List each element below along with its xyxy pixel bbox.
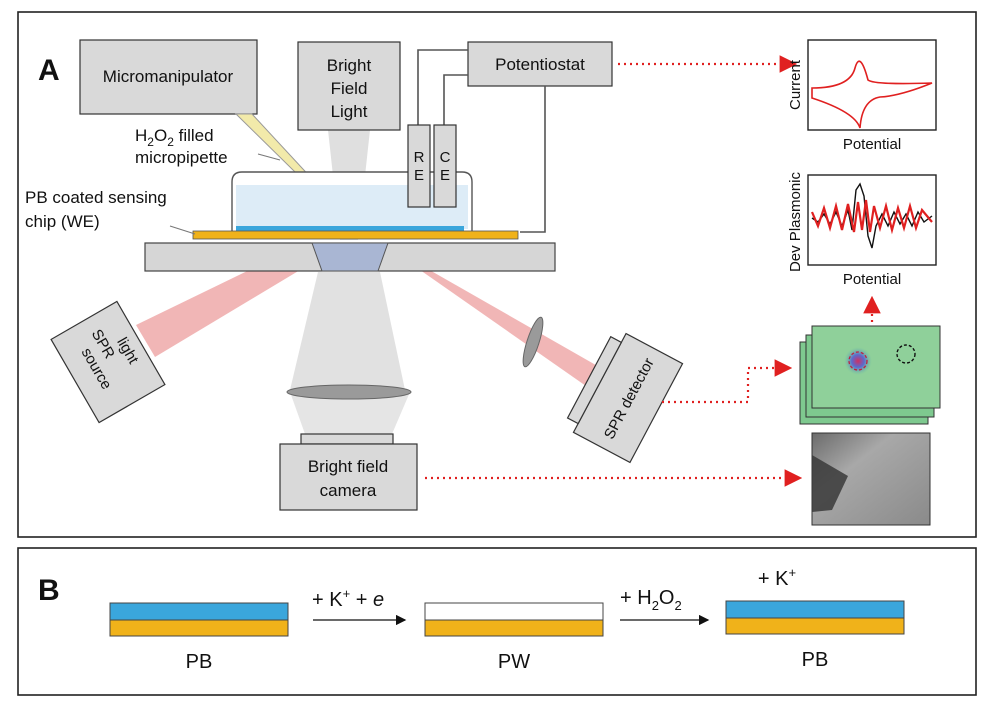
arrow2-label: + H2O2: [620, 587, 682, 613]
camera-mount: [300, 433, 394, 445]
arrow-to-spr-images: [662, 359, 793, 404]
spr-light-source: SPR light source: [50, 300, 166, 424]
bright-field-camera-label-1: Bright field: [308, 457, 388, 476]
panel-a-letter: A: [38, 54, 60, 87]
plasmonic-ylabel: Dev Plasmonic: [787, 171, 804, 272]
cv-ylabel: Current: [787, 59, 804, 110]
cv-curve: [811, 60, 933, 129]
reference-electrode: [407, 124, 431, 208]
spr-spot-ring: [848, 351, 868, 371]
camera-lens: [286, 384, 412, 400]
stack2-gold-layer: [424, 619, 604, 637]
spr-reference-ring: [896, 344, 916, 364]
camera-light-cone-lower: [290, 392, 410, 434]
bright-field-light-label-2: Field: [331, 79, 368, 98]
spr-detector: SPR detector: [566, 332, 684, 464]
potentiostat-box: [467, 41, 613, 87]
potentiostat-label: Potentiostat: [495, 55, 585, 74]
bright-field-camera-box: [279, 443, 418, 511]
bright-field-light-label-1: Bright: [327, 56, 372, 75]
micromanipulator-label: Micromanipulator: [103, 67, 234, 86]
pb-chip-label-1: PB coated sensing: [25, 188, 167, 207]
arrow1-label: + K+ + e: [312, 586, 384, 611]
wire-ce: [443, 74, 468, 125]
pipette-pointer: [257, 153, 281, 161]
bright-field-light-label-3: Light: [331, 102, 368, 121]
k-plus-label: + K+: [758, 565, 796, 590]
gold-chip: [192, 230, 519, 240]
h2o2-pipette-label-2: micropipette: [135, 148, 228, 167]
ce-label-e: E: [440, 167, 450, 184]
stack3-label: PB: [802, 649, 829, 671]
laser-beam-reflected: [380, 242, 608, 393]
stack2-pw-layer: [424, 602, 604, 621]
stack1-gold-layer: [109, 619, 289, 637]
prism: [311, 242, 389, 272]
spr-image-front: [811, 325, 941, 409]
bright-field-camera-label-2: camera: [320, 481, 377, 500]
stack1-label: PB: [186, 651, 213, 673]
re-label-e: E: [414, 167, 424, 184]
h2o2-pipette-label-1: H2O2 filled: [135, 126, 214, 149]
wire-re: [417, 49, 468, 125]
re-label-r: R: [414, 149, 425, 166]
pb-chip-label-2: chip (WE): [25, 212, 100, 231]
electrolyte: [236, 185, 468, 229]
stack1-pb-layer: [109, 602, 289, 621]
wire-we: [520, 86, 546, 233]
detector-lens: [522, 316, 544, 368]
pb-layer: [236, 226, 464, 231]
camera-image-pipette-shadow: [812, 455, 848, 512]
chip-pointer: [169, 225, 196, 235]
stack2-label: PW: [498, 651, 530, 673]
spr-spot: [844, 347, 872, 375]
cv-xlabel: Potential: [843, 136, 901, 153]
camera-light-cone: [290, 272, 405, 390]
stack3-gold-layer: [725, 617, 905, 635]
cv-plot-frame: [807, 39, 937, 131]
ce-label-c: C: [440, 149, 451, 166]
stack3-pb-layer: [725, 600, 905, 619]
panel-b-letter: B: [38, 574, 60, 607]
bright-field-light-box: [297, 41, 401, 131]
counter-electrode: [433, 124, 457, 208]
plasmonic-xlabel: Potential: [843, 271, 901, 288]
plasmonic-curve-red: [810, 199, 933, 235]
micromanipulator-box: [79, 39, 258, 115]
